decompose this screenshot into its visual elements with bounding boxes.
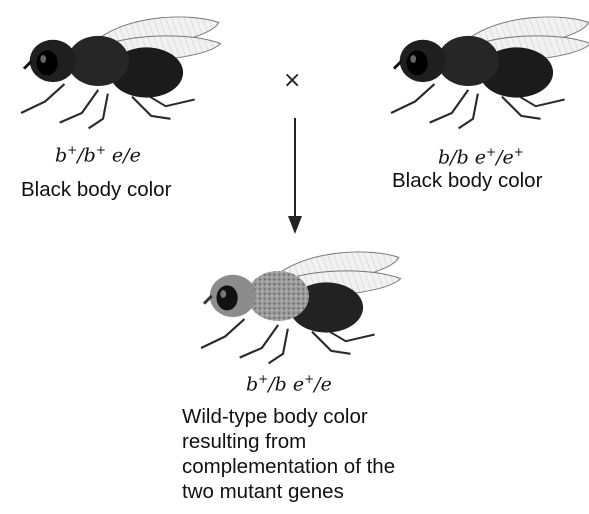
phenotype-label-left: Black body color: [21, 177, 171, 202]
fly-black-body-left-image: [5, 5, 230, 140]
allele-e: e: [503, 146, 514, 168]
offspring-label-line: two mutant genes: [182, 479, 395, 504]
allele-e: e: [475, 146, 486, 168]
fly-black-body-parent-left: [5, 5, 230, 140]
allele-b: b: [84, 144, 96, 166]
allele-e: e: [293, 373, 304, 395]
fly-wild-type-image: [185, 240, 410, 375]
genotype-parent-left: b+/b+ e/e: [55, 143, 141, 166]
wild-type-superscript: +: [258, 372, 268, 386]
allele-b: b: [275, 373, 287, 395]
wild-type-superscript: +: [96, 143, 106, 157]
allele-b: b: [55, 144, 67, 166]
allele-b: b: [457, 146, 469, 168]
fly-wild-type-offspring: [185, 240, 410, 375]
fly-black-body-right-image: [375, 5, 589, 140]
wild-type-superscript: +: [304, 372, 314, 386]
allele-b: b: [438, 146, 450, 168]
genotype-offspring: b+/b e+/e: [246, 372, 332, 395]
phenotype-label-offspring: Wild-type body color resulting from comp…: [182, 404, 395, 504]
allele-e: e: [130, 144, 141, 166]
down-arrow-icon: [284, 118, 306, 236]
fly-black-body-parent-right: [375, 5, 589, 140]
allele-e: e: [321, 373, 332, 395]
wild-type-superscript: +: [67, 143, 77, 157]
cross-symbol: ×: [283, 68, 301, 93]
offspring-label-line: resulting from: [182, 429, 395, 454]
genotype-parent-right: b/b e+/e+: [438, 145, 524, 168]
offspring-label-line: Wild-type body color: [182, 404, 395, 429]
wild-type-superscript: +: [514, 145, 524, 159]
allele-b: b: [246, 373, 258, 395]
phenotype-label-right: Black body color: [392, 168, 542, 193]
offspring-label-line: complementation of the: [182, 454, 395, 479]
wild-type-superscript: +: [486, 145, 496, 159]
allele-e: e: [112, 144, 123, 166]
